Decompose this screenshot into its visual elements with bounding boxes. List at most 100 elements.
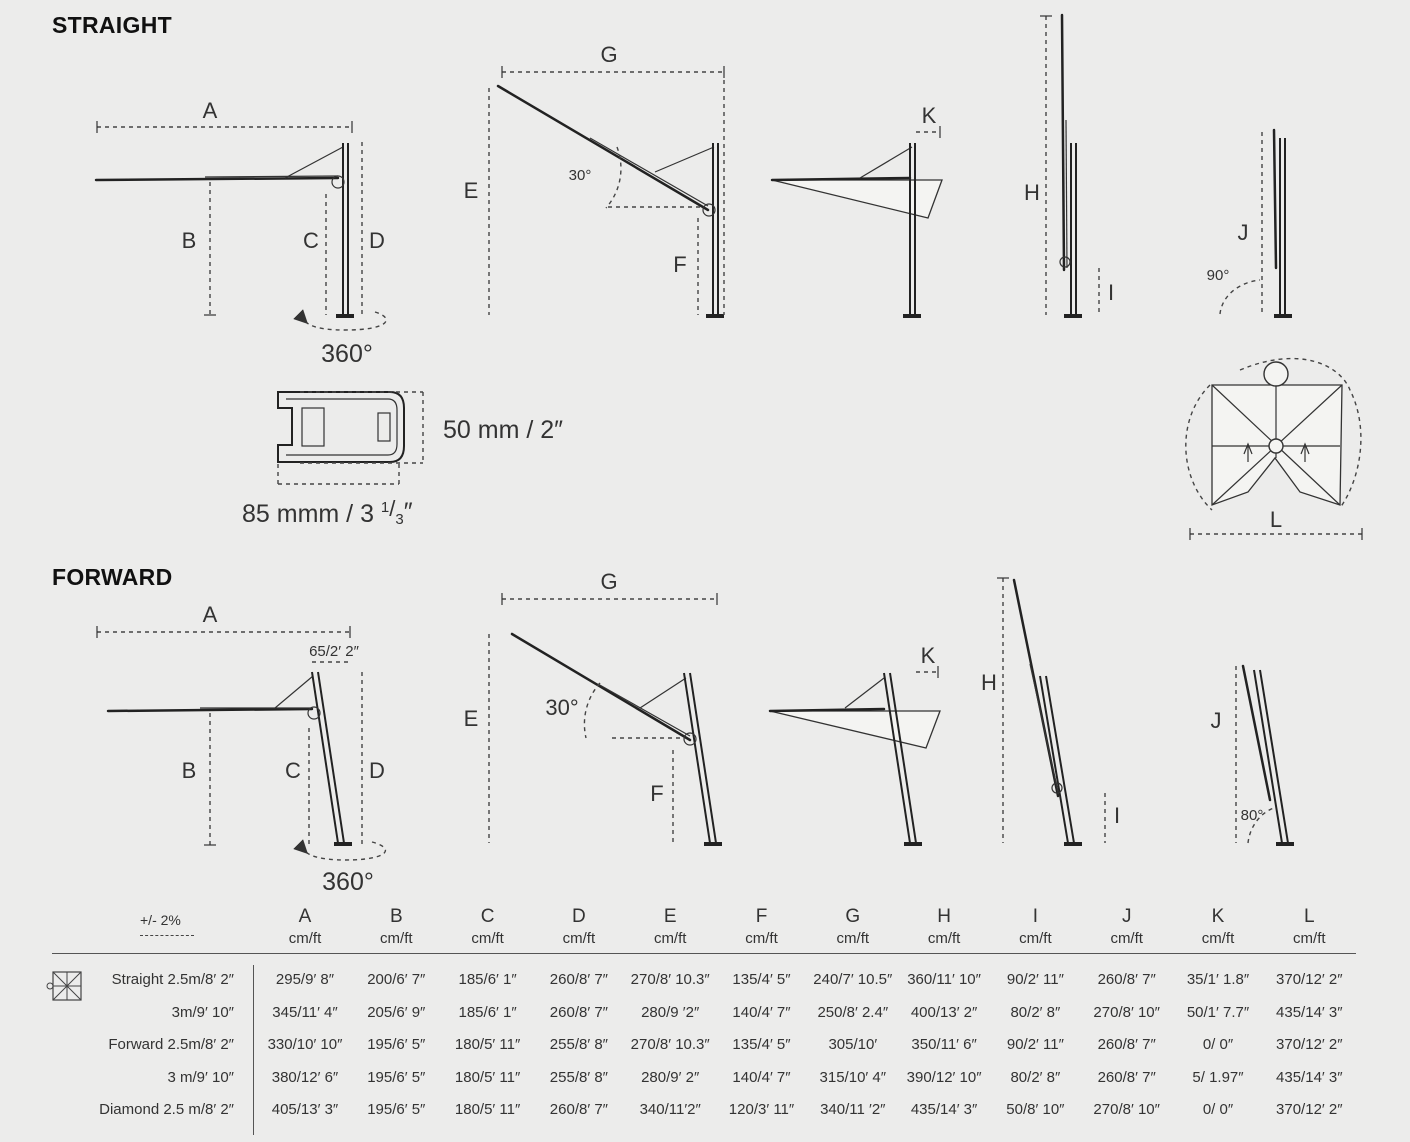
table-cell: 270/8′ 10.3″ bbox=[630, 971, 710, 988]
table-row: Diamond 2.5 m/8′ 2″405/13′ 3″195/6′ 5″18… bbox=[52, 1101, 1356, 1131]
tolerance-label: +/- 2% bbox=[140, 912, 181, 928]
table-cell: 260/8′ 7″ bbox=[549, 971, 608, 988]
table-cell: 185/6′ 1″ bbox=[458, 1003, 517, 1021]
label-f: F bbox=[673, 252, 686, 277]
row-label: Straight 2.5m/8′ 2″ bbox=[111, 971, 234, 988]
label-k-forward: K bbox=[921, 643, 936, 668]
row-label: 3 m/9′ 10″ bbox=[167, 1068, 235, 1086]
table-cell: 90/2′ 11″ bbox=[1006, 1036, 1064, 1053]
table-cell: 435/14′ 3″ bbox=[1276, 1068, 1343, 1086]
section-title-forward: FORWARD bbox=[52, 564, 173, 590]
table-cell: 280/9′ 2″ bbox=[641, 1068, 700, 1086]
label-c: C bbox=[303, 228, 319, 253]
column-key: J bbox=[1121, 906, 1132, 927]
label-f-forward: F bbox=[650, 781, 663, 806]
label-a: A bbox=[203, 98, 218, 123]
table-cell: 140/4′ 7″ bbox=[732, 1003, 791, 1021]
table-column-divider bbox=[253, 965, 254, 1135]
profile-width-label: 85 mmm / 3 1/3″ bbox=[242, 496, 413, 528]
table-cell: 80/2′ 8″ bbox=[1010, 1068, 1061, 1086]
label-d: D bbox=[369, 228, 385, 253]
table-cell: 260/8′ 7″ bbox=[1097, 1036, 1156, 1053]
pole-profile-section: 50 mm / 2″ 85 mmm / 3 1/3″ bbox=[242, 391, 563, 528]
table-cell: 330/10′ 10″ bbox=[267, 1036, 343, 1053]
column-unit: cm/ft bbox=[1293, 930, 1326, 947]
label-j-forward: J bbox=[1211, 708, 1222, 733]
table-cell: 50/8′ 10″ bbox=[1006, 1101, 1065, 1118]
table-cell: 380/12′ 6″ bbox=[271, 1068, 339, 1086]
straight-j-view: J 90° bbox=[1207, 128, 1292, 318]
table-cell: 200/6′ 7″ bbox=[367, 971, 426, 988]
table-cell: 205/6′ 9″ bbox=[367, 1003, 426, 1021]
tilt-angle-forward: 30° bbox=[545, 695, 578, 720]
tolerance-dash bbox=[140, 935, 194, 936]
label-c-forward: C bbox=[285, 758, 301, 783]
column-key: K bbox=[1211, 906, 1225, 927]
table-cell: 270/8′ 10″ bbox=[1093, 1003, 1160, 1021]
column-key: H bbox=[937, 906, 951, 927]
forward-j-view: J 80° bbox=[1211, 664, 1294, 846]
table-cell: 255/8′ 8″ bbox=[549, 1068, 608, 1086]
row-label: 3m/9′ 10″ bbox=[171, 1003, 234, 1021]
table-cell: 345/11′ 4″ bbox=[272, 1003, 338, 1021]
column-unit: cm/ft bbox=[288, 930, 322, 947]
label-h-forward: H bbox=[981, 670, 997, 695]
column-unit: cm/ft bbox=[653, 930, 687, 947]
column-key: E bbox=[663, 906, 677, 927]
label-l: L bbox=[1270, 507, 1282, 532]
tilt-angle-straight: 30° bbox=[569, 167, 592, 184]
table-cell: 260/8′ 7″ bbox=[1097, 1068, 1156, 1086]
rotation-label-forward: 360° bbox=[322, 868, 374, 896]
forward-offset-label: 65/2′ 2″ bbox=[309, 643, 360, 660]
table-cell: 135/4′ 5″ bbox=[732, 1036, 791, 1053]
angle-90: 90° bbox=[1207, 267, 1230, 284]
angle-80: 80° bbox=[1241, 807, 1264, 824]
table-cell: 295/9′ 8″ bbox=[275, 971, 335, 988]
table-cell: 250/8′ 2.4″ bbox=[817, 1003, 889, 1021]
table-cell: 280/9 ′2″ bbox=[641, 1003, 700, 1021]
label-b-forward: B bbox=[182, 758, 197, 783]
table-cell: 195/6′ 5″ bbox=[367, 1036, 426, 1053]
table-cell: 305/10′ bbox=[828, 1036, 878, 1053]
table-row: 3 m/9′ 10″380/12′ 6″195/6′ 5″180/5′ 11″2… bbox=[52, 1069, 1356, 1099]
column-key: G bbox=[845, 906, 861, 927]
table-cell: 260/8′ 7″ bbox=[1097, 971, 1156, 988]
table-cell: 0/ 0″ bbox=[1202, 1036, 1234, 1053]
straight-open-view: A B C D 360° bbox=[94, 98, 387, 368]
forward-side-tilt-view: K bbox=[768, 643, 941, 846]
table-cell: 340/11′2″ bbox=[639, 1101, 701, 1118]
table-row: Forward 2.5m/8′ 2″330/10′ 10″195/6′ 5″18… bbox=[52, 1036, 1356, 1066]
straight-side-tilt-view: K bbox=[770, 103, 943, 318]
label-b: B bbox=[182, 228, 197, 253]
table-cell: 5/ 1.97″ bbox=[1192, 1068, 1244, 1086]
table-cell: 90/2′ 11″ bbox=[1006, 971, 1064, 988]
table-cell: 260/8′ 7″ bbox=[549, 1101, 608, 1118]
table-cell: 180/5′ 11″ bbox=[454, 1101, 521, 1118]
column-unit: cm/ft bbox=[745, 930, 778, 947]
table-cell: 360/11′ 10″ bbox=[907, 971, 981, 988]
label-h: H bbox=[1024, 180, 1040, 205]
table-cell: 80/2′ 8″ bbox=[1010, 1003, 1061, 1021]
table-cell: 180/5′ 11″ bbox=[454, 1068, 521, 1086]
column-key: B bbox=[389, 906, 403, 927]
rotation-label-straight: 360° bbox=[321, 340, 373, 368]
label-j: J bbox=[1238, 220, 1249, 245]
table-cell: 255/8′ 8″ bbox=[549, 1036, 608, 1053]
table-cell: 315/10′ 4″ bbox=[819, 1068, 887, 1086]
section-title-straight: STRAIGHT bbox=[52, 12, 172, 38]
forward-open-view: A 65/2′ 2″ B C D 360° bbox=[96, 602, 387, 896]
table-cell: 140/4′ 7″ bbox=[732, 1068, 791, 1086]
straight-closed-view: H I bbox=[1024, 13, 1114, 318]
label-e: E bbox=[464, 178, 479, 203]
column-key: D bbox=[572, 906, 586, 927]
